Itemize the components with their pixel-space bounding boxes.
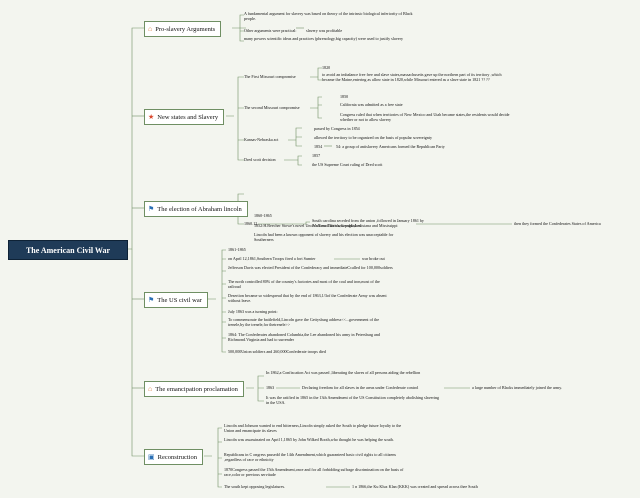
flag-icon: ⚑ [148, 295, 155, 304]
note-new-mexico-utah: Congress ruled that when territories of … [340, 112, 510, 123]
note-republican-party: 54: a group of antislavery Americans for… [336, 144, 445, 149]
note-dred-scott: Dred scott decision [244, 157, 276, 162]
note-fort-sumter: on April 12,1861,Southern Troops fired a… [228, 256, 316, 261]
note-1863: 1863 [266, 385, 275, 390]
topic-label: The emancipation proclamation [155, 385, 238, 393]
star-icon: ★ [148, 112, 155, 121]
home-icon: ⌂ [148, 24, 153, 33]
topic-label: New states and Slavery [157, 113, 219, 121]
note-kansas-nebraska: Kansas-Nebraska act [244, 137, 279, 142]
topic-election[interactable]: ⚑ The election of Abraham lincoln [144, 201, 248, 217]
topic-civil-war[interactable]: ⚑ The US civil war [144, 292, 208, 308]
note-1854: 1854 [314, 144, 323, 149]
note-1864-surrender: 1864: The Confederates abandoned Columbi… [228, 332, 380, 343]
note-north-factories: The north controlled 80% of the country'… [228, 279, 380, 290]
note-scientific-ideas: many powers scientific ideas and practic… [244, 36, 403, 41]
note-gettysburg: To commemorate the battlefield,Lincoln g… [228, 317, 380, 328]
note-war-broke-out: war broke out [362, 256, 385, 261]
note-lincoln-assassinated: Lincoln was assassinated on April 1,1865… [224, 437, 394, 442]
note-lincoln-johnson: Lincoln and Johnson wanted to end bitter… [224, 423, 402, 434]
note-14th-amendment: Republicans in C ongress passedd the 14t… [224, 452, 397, 463]
note-california: California was admitted as a free state [340, 102, 403, 107]
note-lincoln-opponent: Lincoln had been a known opponent of sla… [254, 232, 394, 243]
note-confederate-states: then they formed the Confederates States… [514, 221, 601, 226]
note-uncle-toms-cabin: 1852:H.Beecher Stowe's novel Uncle's Tom… [254, 223, 362, 228]
note-casualties: 500,000Union soldiers and 260,000Confede… [228, 349, 326, 354]
note-maine-missouri: to avoid an imbalance free free and slav… [322, 72, 502, 83]
note-confiscation-act: In 1862,a Confiscation Act was passed ,l… [266, 370, 421, 375]
topic-new-states[interactable]: ★ New states and Slavery [144, 109, 225, 125]
note-1857: 1857 [312, 153, 321, 158]
note-15th-amendment: 1870Congress passed the 15th Amendment,o… [224, 467, 404, 478]
note-1860-1865: 1860-1865 [254, 213, 272, 218]
note-kkk: 1 n 1866,the Ku Klux Klan (KKK) was crea… [352, 484, 478, 489]
note-jefferson-davis: Jefferson Davis was elected President of… [228, 265, 393, 270]
note-first-missouri: The First Missouri compromise [244, 74, 296, 79]
note-blacks-joined-army: a large number of Blacks immediately joi… [472, 385, 563, 390]
topic-label: The election of Abraham lincoln [157, 205, 242, 213]
note-declaring-freedom: Declaring freedom for all slaves in the … [302, 385, 419, 390]
home-icon: ⌂ [148, 384, 153, 393]
root-topic[interactable]: The American Civil War [8, 240, 128, 260]
topic-reconstruction[interactable]: ▣ Reconstruction [144, 449, 203, 465]
topic-pro-slavery[interactable]: ⌂ Pro-slavery Arguments [144, 21, 222, 37]
note-1850: 1850 [340, 94, 349, 99]
note-desertion: Desertion became so widespread that by t… [228, 293, 387, 304]
note-south-carolina: South carolina seceded from the union ,f… [312, 218, 424, 229]
topic-emancipation[interactable]: ⌂ The emancipation proclamation [144, 381, 244, 397]
topic-label: The US civil war [157, 296, 202, 304]
note-south-opposing: The south kept opposing legislatures. [224, 484, 286, 489]
note-1860-12: 1860.12 [244, 221, 258, 226]
note-popular-sovereignty: allowed the territory to be organized on… [314, 135, 433, 140]
topic-label: Pro-slavery Arguments [155, 25, 216, 33]
book-icon: ▣ [148, 452, 155, 461]
note-second-missouri: The second Missouri compromise [244, 105, 300, 110]
note-13th-amendment: It was the ratified in 1865 in the 13th … [266, 395, 440, 406]
note-1820: 1820 [322, 65, 331, 70]
note-1861-1865: 1861-1865 [228, 247, 246, 252]
note-profitable: slavery was profitable [306, 28, 343, 33]
topic-label: Reconstruction [157, 453, 197, 461]
note-practical-arguments: Other arguments were practical: [244, 28, 297, 33]
flag-icon: ⚑ [148, 204, 155, 213]
note-biological-inferiority: A fundamental argument for slavery was b… [244, 11, 413, 22]
note-passed-1854: passed by Congress in 1854 [314, 126, 360, 131]
note-supreme-court: the US Supreme Court ruling of Dred scot… [312, 162, 383, 167]
note-turning-point: July 1863 was a turning point: [228, 309, 278, 314]
